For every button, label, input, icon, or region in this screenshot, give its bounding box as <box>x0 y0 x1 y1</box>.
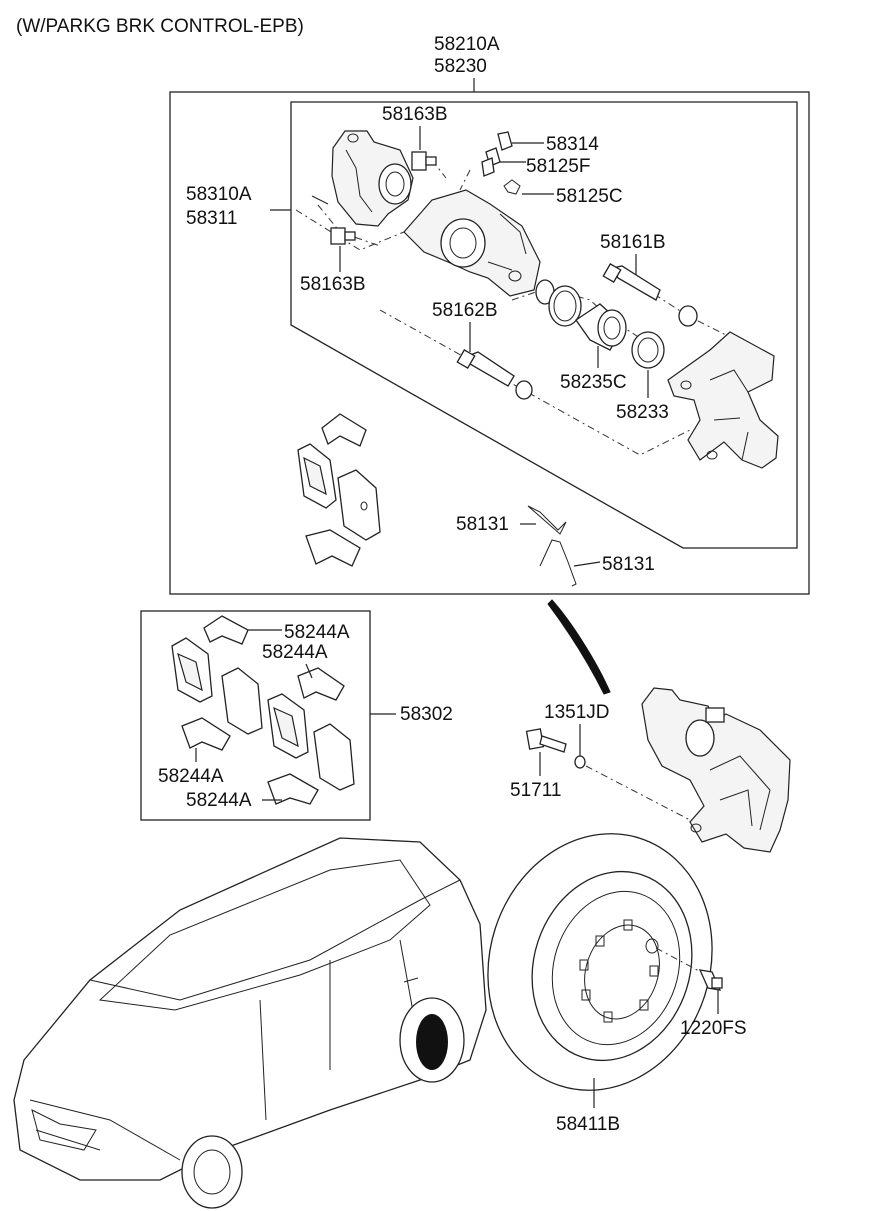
brake-disc-icon <box>487 833 713 1091</box>
spring-b-icon <box>539 539 577 587</box>
label-spring-b[interactable]: 58131 <box>602 554 655 575</box>
label-shim-2[interactable]: 58244A <box>262 642 328 663</box>
arrow-icon <box>547 599 611 695</box>
label-shim-1[interactable]: 58244A <box>284 622 350 643</box>
piston-icon <box>575 303 627 351</box>
washer-icon <box>574 755 586 769</box>
label-spring-a[interactable]: 58131 <box>456 514 509 535</box>
label-disc[interactable]: 58411B <box>556 1114 620 1135</box>
piston-seal-icon <box>631 305 698 369</box>
label-pad-kit[interactable]: 58302 <box>400 704 453 725</box>
pad-kit-icon <box>171 615 355 805</box>
brake-pad-set-icon <box>297 413 381 567</box>
guide-pin-lower-icon <box>456 349 533 400</box>
label-bolt-lower[interactable]: 58163B <box>300 274 366 295</box>
label-caliper-a[interactable]: 58310A <box>186 184 252 205</box>
label-assembly-a[interactable]: 58210A <box>434 34 500 55</box>
label-guide-pin-lower[interactable]: 58162B <box>432 300 498 321</box>
label-shim-3[interactable]: 58244A <box>158 766 224 787</box>
label-shim-4[interactable]: 58244A <box>186 790 252 811</box>
clip-icon <box>503 179 521 195</box>
assembled-caliper-icon <box>641 687 791 853</box>
hub-screw-icon <box>698 969 723 991</box>
shim-2-leader <box>305 663 313 679</box>
cap-icon <box>497 131 513 151</box>
spring-a-icon <box>527 505 567 535</box>
seal-ring-icon <box>535 279 582 327</box>
caliper-subassembly-frame <box>290 101 798 549</box>
label-hub-screw[interactable]: 1220FS <box>680 1018 747 1039</box>
label-bolt-top[interactable]: 58163B <box>382 104 448 125</box>
label-caliper-b[interactable]: 58311 <box>186 208 237 229</box>
label-clip[interactable]: 58125C <box>556 186 623 207</box>
spring-b-leader <box>573 561 601 567</box>
label-assembly-b[interactable]: 58230 <box>434 56 487 77</box>
pad-kit-frame <box>140 610 371 821</box>
bleeder-screw-icon <box>481 147 501 177</box>
label-piston[interactable]: 58235C <box>560 372 627 393</box>
header-note: (W/PARKG BRK CONTROL-EPB) <box>16 16 304 37</box>
label-bleeder[interactable]: 58125F <box>526 156 590 177</box>
label-washer[interactable]: 1351JD <box>544 702 610 723</box>
mount-bolt-icon <box>525 728 567 753</box>
bolt-icon <box>411 151 437 171</box>
carrier-bracket-icon <box>667 331 779 469</box>
caliper-body-icon <box>331 130 541 297</box>
label-guide-pin-top[interactable]: 58161B <box>600 232 666 253</box>
bolt-lower-icon <box>311 195 356 245</box>
label-piston-seal[interactable]: 58233 <box>616 402 669 423</box>
label-mount-bolt[interactable]: 51711 <box>510 780 561 801</box>
guide-pin-icon <box>602 263 661 301</box>
vehicle-suv-icon <box>13 837 487 1209</box>
label-bleeder-cap[interactable]: 58314 <box>546 134 599 155</box>
caliper-assembly-frame <box>169 91 810 595</box>
